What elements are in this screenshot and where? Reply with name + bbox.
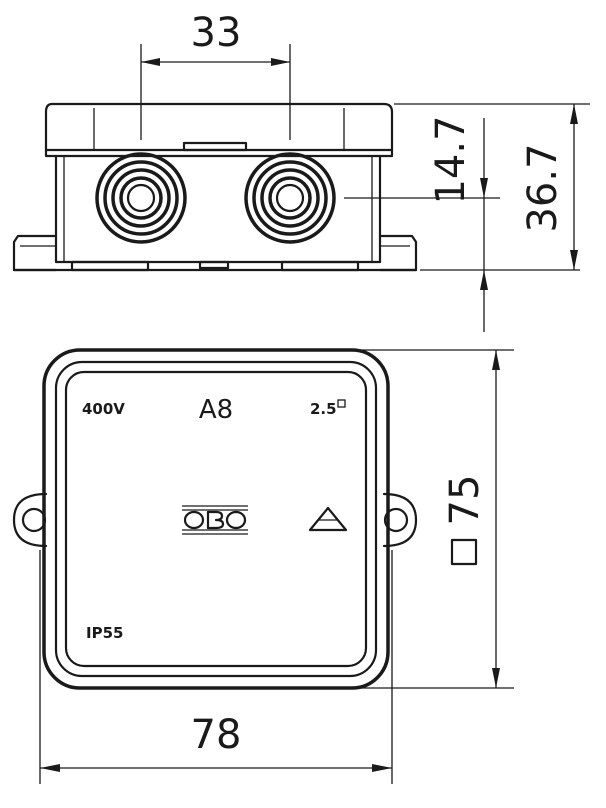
obo-logo [182,505,248,535]
voltage-label: 400V [82,400,125,418]
model-label: A8 [199,395,233,425]
dim-total-height: 36.7 [520,143,566,232]
dimension-75: 75 [360,349,514,689]
dim-width: 78 [191,712,242,758]
dim-square-side: 75 [442,475,488,526]
vde-mark-icon [308,506,348,532]
cable-gland-right [244,152,336,244]
cross-section-label: 2.5 [310,400,337,418]
dimension-33: 33 [140,10,291,140]
dimension-14-7: 14.7 [344,115,580,332]
square-mm-icon [337,399,346,408]
top-view: 400V A8 2.5 IP55 [12,348,418,690]
dim-gland-height: 14.7 [428,115,474,204]
dimension-78: 78 [39,550,393,784]
side-view [12,102,418,272]
protection-label: IP55 [86,624,123,642]
cable-gland-left [95,152,187,244]
square-symbol-icon [450,538,478,566]
dim-top-spacing: 33 [191,10,242,56]
dimension-36-7: 36.7 [394,103,590,270]
